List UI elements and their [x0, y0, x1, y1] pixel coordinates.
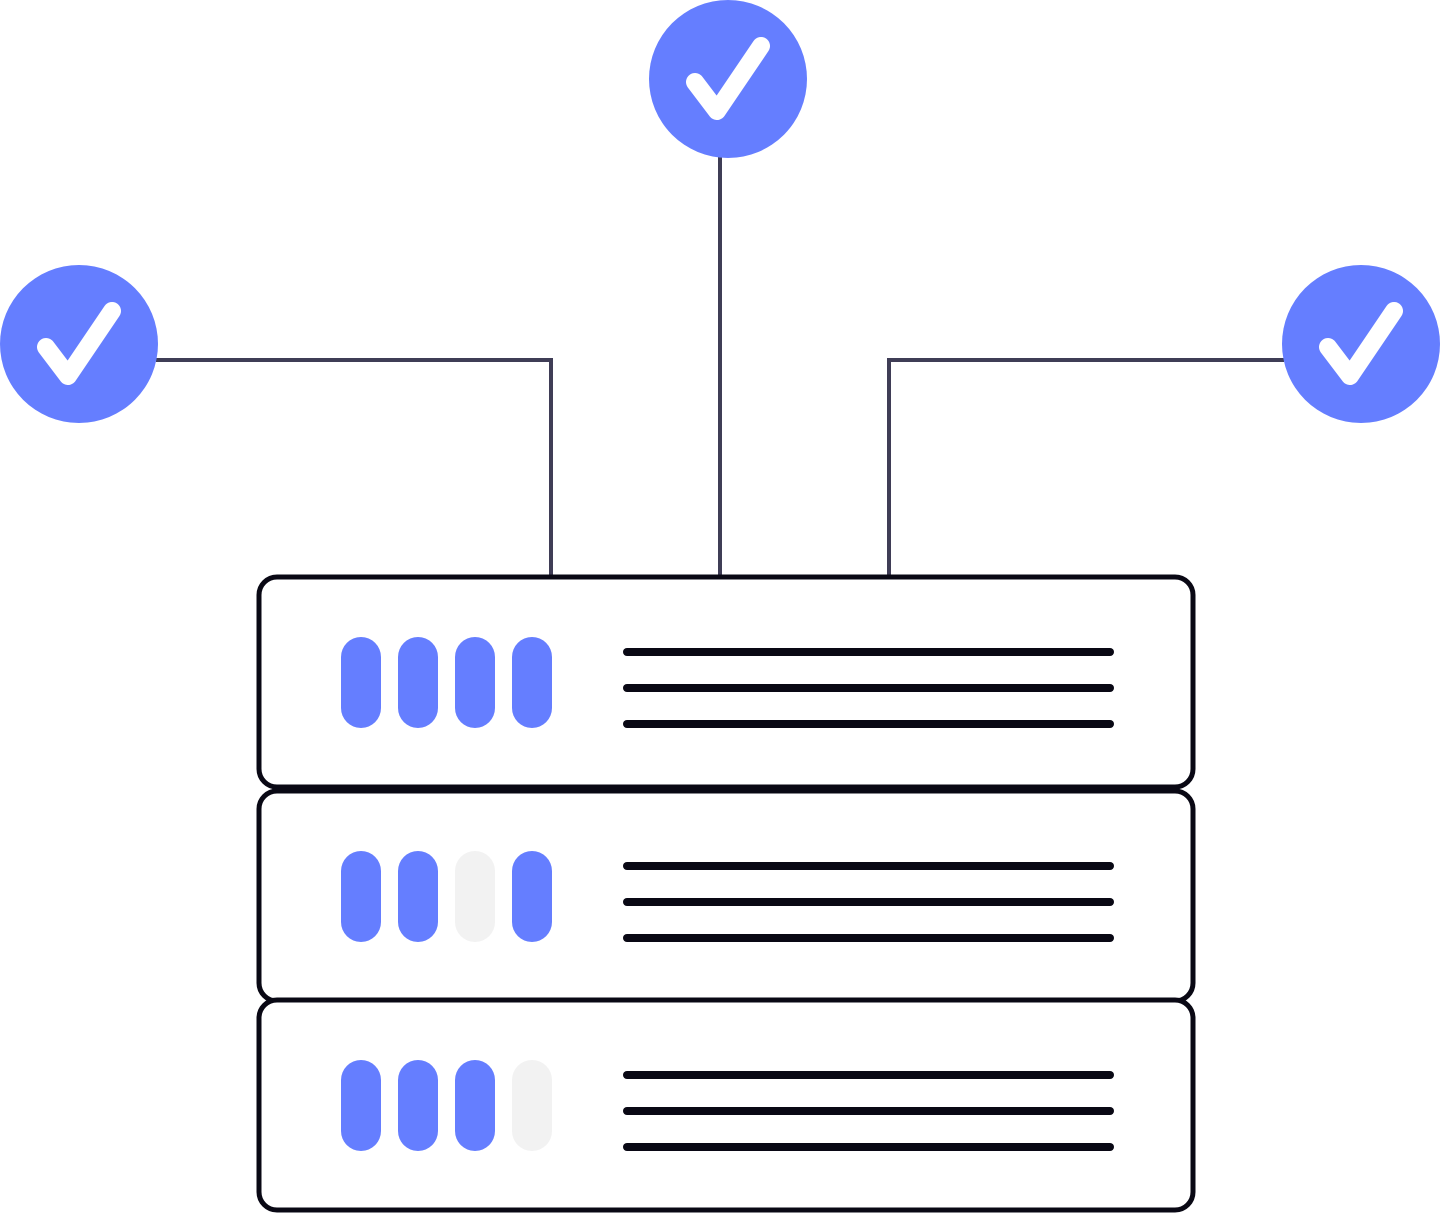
check-mark-icon [686, 37, 770, 120]
check-mark-icon [37, 302, 121, 385]
server-unit-frame [256, 574, 1196, 790]
check-circle-icon [1282, 265, 1440, 423]
status-led-off [512, 1060, 552, 1151]
check-circle-icon [649, 0, 807, 158]
server-unit-frame [256, 997, 1196, 1213]
status-led-on [341, 637, 381, 728]
connector-line-3 [887, 358, 1284, 578]
status-led-on [512, 851, 552, 942]
status-led-on [398, 851, 438, 942]
status-led-off [455, 851, 495, 942]
server-unit-3 [256, 997, 1196, 1213]
check-circle-icon [0, 265, 158, 423]
status-led-on [398, 637, 438, 728]
server-rack [256, 574, 1196, 1213]
status-led-on [455, 637, 495, 728]
connector-line-1 [156, 358, 553, 578]
check-mark-icon [1319, 302, 1403, 385]
status-nodes [0, 0, 1440, 423]
server-unit-1 [256, 574, 1196, 790]
connector-lines [156, 150, 1284, 578]
status-led-on [341, 1060, 381, 1151]
status-led-on [398, 1060, 438, 1151]
status-led-on [512, 637, 552, 728]
server-unit-2 [256, 788, 1196, 1004]
status-led-on [341, 851, 381, 942]
status-led-on [455, 1060, 495, 1151]
